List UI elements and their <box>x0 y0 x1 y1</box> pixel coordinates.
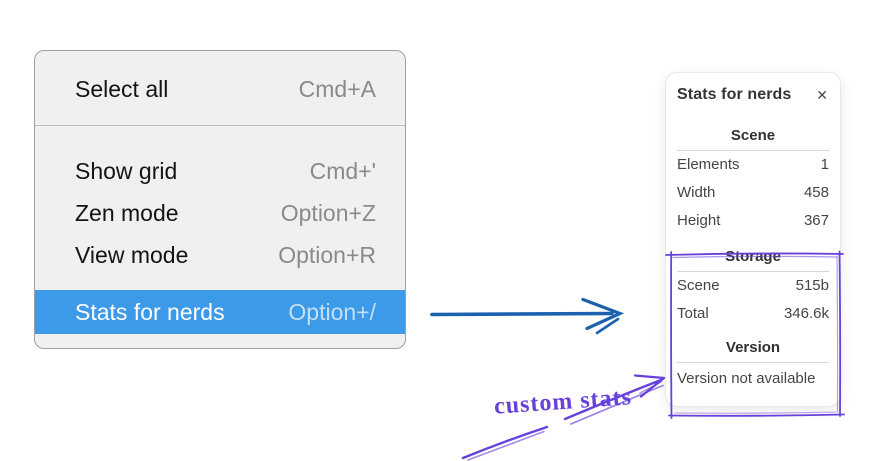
storage-section-heading: Storage <box>725 248 781 265</box>
section-divider <box>677 271 829 272</box>
menu-item-view-mode[interactable]: View mode Option+R <box>35 234 405 276</box>
stat-label: Scene <box>677 277 720 294</box>
menu-to-panel-arrow <box>430 297 625 335</box>
menu-item-label: Zen mode <box>75 199 179 226</box>
version-section-heading: Version <box>725 339 781 356</box>
menu-item-zen-mode[interactable]: Zen mode Option+Z <box>35 192 405 234</box>
menu-divider <box>35 125 405 126</box>
stat-value: 367 <box>803 212 829 229</box>
menu-item-shortcut: Option+Z <box>280 199 376 226</box>
stat-row-scene-storage: Scene 515b <box>677 272 829 300</box>
menu-item-shortcut: Option+R <box>278 241 376 268</box>
menu-item-label: View mode <box>75 241 189 268</box>
menu-item-shortcut: Cmd+' <box>309 157 376 184</box>
context-menu: Select all Cmd+A Show grid Cmd+' Zen mod… <box>34 50 406 349</box>
menu-item-label: Show grid <box>75 157 178 184</box>
menu-item-label: Select all <box>75 75 169 102</box>
section-divider <box>677 150 829 151</box>
panel-header: Stats for nerds ✕ <box>677 86 829 104</box>
stat-row-height: Height 367 <box>677 207 829 235</box>
stat-value: 1 <box>820 156 829 173</box>
menu-item-show-grid[interactable]: Show grid Cmd+' <box>35 150 405 192</box>
annotation-custom-stats-label: custom stats <box>493 384 633 420</box>
panel-title: Stats for nerds <box>677 86 792 103</box>
stat-label: Total <box>677 305 709 322</box>
stat-row-total-storage: Total 346.6k <box>677 300 829 328</box>
menu-item-shortcut: Cmd+A <box>298 75 376 102</box>
stat-row-width: Width 458 <box>677 179 829 207</box>
stat-value: 458 <box>803 184 829 201</box>
menu-item-stats-for-nerds[interactable]: Stats for nerds Option+/ <box>35 290 405 334</box>
stat-row-elements: Elements 1 <box>677 151 829 179</box>
version-note: Version not available <box>677 370 816 387</box>
stat-label: Width <box>677 184 716 201</box>
stats-for-nerds-panel: Stats for nerds ✕ Scene Elements 1 Width… <box>665 72 841 407</box>
section-divider <box>677 362 829 363</box>
menu-group: Show grid Cmd+' Zen mode Option+Z View m… <box>35 126 405 334</box>
menu-item-label: Stats for nerds <box>75 298 225 325</box>
menu-item-select-all[interactable]: Select all Cmd+A <box>35 63 405 115</box>
menu-item-shortcut: Option+/ <box>288 298 376 325</box>
close-icon[interactable]: ✕ <box>816 87 828 103</box>
stat-value: 346.6k <box>783 305 829 322</box>
stat-label: Height <box>677 212 721 229</box>
stat-value: 515b <box>795 277 829 294</box>
scene-section-heading: Scene <box>730 127 776 144</box>
stat-label: Elements <box>677 156 740 173</box>
